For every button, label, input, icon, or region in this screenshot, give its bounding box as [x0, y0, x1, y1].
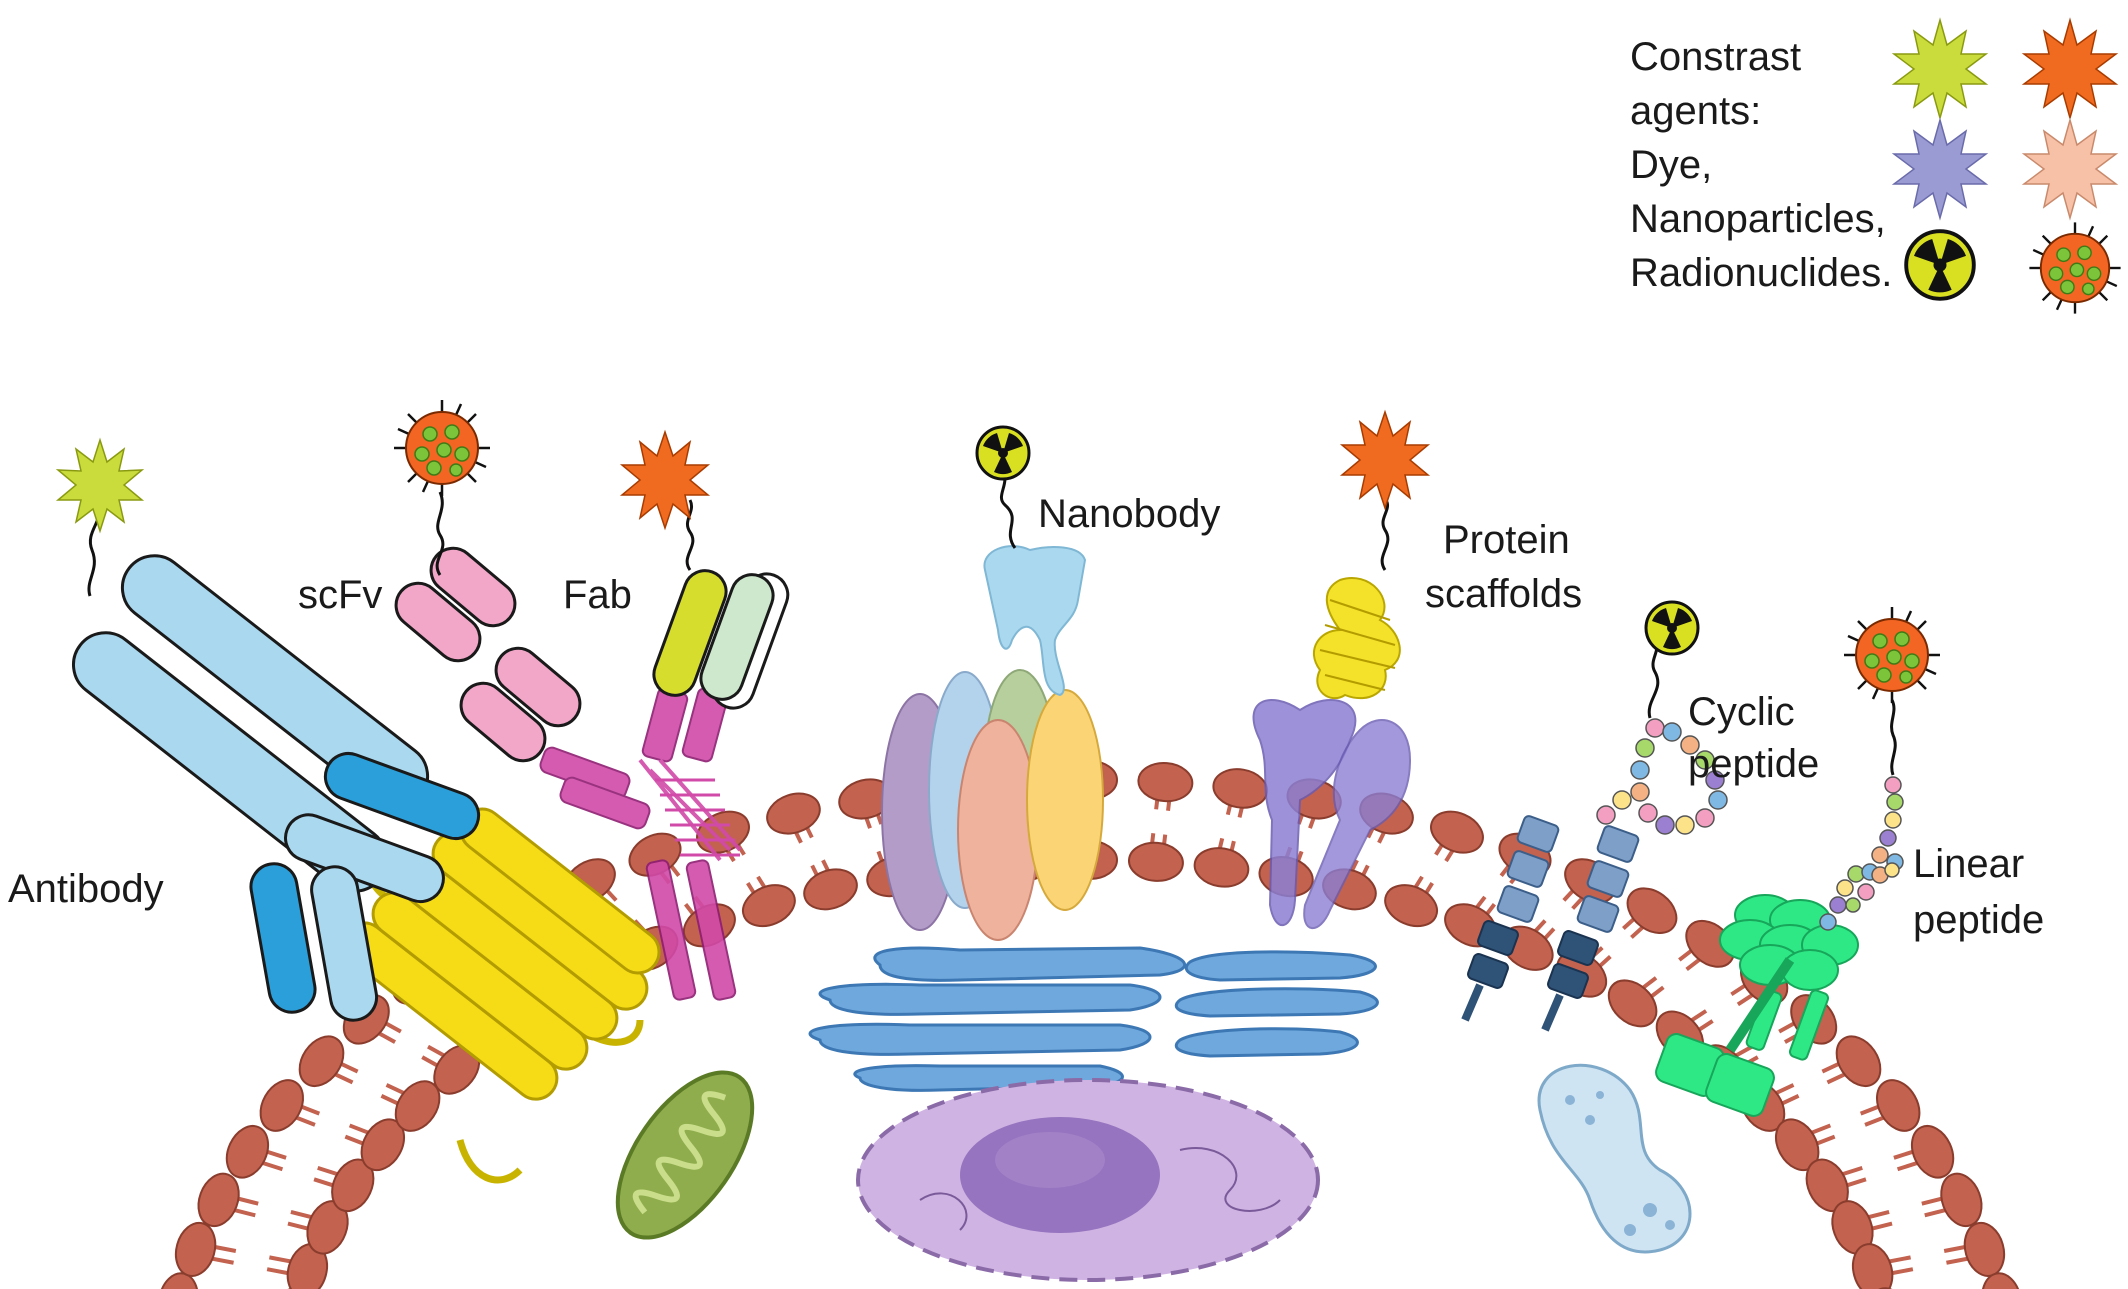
lipid-head: [1963, 1221, 2006, 1277]
lipid-head: [197, 1172, 240, 1228]
label-cyclic-peptide-1: Cyclic: [1688, 690, 1795, 734]
lipid-tails: [194, 1241, 309, 1279]
gpcr-receptor: [341, 807, 661, 1184]
lipid-head: [394, 1080, 441, 1132]
nanobody-receptor-cluster: [881, 669, 1104, 941]
lipid-head: [174, 1221, 217, 1277]
lipid-head: [1835, 1035, 1882, 1088]
dye-lavender-swatch: [1891, 117, 1989, 221]
label-antibody: Antibody: [8, 867, 164, 911]
nucleus: [856, 1078, 1320, 1282]
linear-peptide: [1819, 605, 1942, 931]
fab-fragment: [619, 429, 790, 710]
lipid-head: [1430, 810, 1484, 854]
legend-swatches: [1891, 17, 2122, 315]
radiation-icon: [1904, 229, 1976, 301]
dye-star-icon: [619, 429, 711, 531]
lipid-head: [1981, 1272, 2022, 1289]
legend-line-4: Nanoparticles,: [1630, 197, 1886, 241]
lipid-head: [1851, 1243, 1894, 1289]
legend-line-2: agents:: [1630, 89, 1762, 133]
lipid-head: [1910, 1125, 1955, 1179]
dye-peach-swatch: [2021, 117, 2119, 221]
lipid-tails: [1871, 1241, 1986, 1279]
lipid-head: [1607, 979, 1658, 1028]
dye-star-icon: [55, 437, 145, 534]
label-protein-scaffolds-2: scaffolds: [1425, 572, 1583, 616]
lipid-head: [1137, 762, 1194, 803]
legend-line-3: Dye,: [1630, 143, 1713, 187]
mitochondrion: [615, 1070, 755, 1240]
lipid-head: [741, 884, 796, 928]
lipid-head: [803, 868, 858, 911]
antibody: [55, 437, 481, 1022]
lipid-head: [766, 792, 821, 835]
lipid-head: [1127, 841, 1184, 882]
lipid-head: [1875, 1079, 1921, 1132]
lipid-head: [1193, 847, 1250, 888]
label-protein-scaffolds-1: Protein: [1443, 518, 1570, 562]
nanoparticle-icon: [2028, 221, 2122, 315]
lipid-head: [225, 1125, 270, 1179]
label-fab: Fab: [563, 573, 632, 617]
lipid-head: [259, 1079, 305, 1132]
label-linear-peptide-1: Linear: [1913, 842, 2025, 886]
nanobody: [975, 425, 1087, 697]
label-linear-peptide-2: peptide: [1913, 898, 2045, 942]
lipid-head: [1940, 1172, 1983, 1228]
legend-line-1: Constrast: [1630, 35, 1802, 79]
lipid-head: [298, 1035, 345, 1088]
dye-star-icon: [1339, 409, 1431, 511]
label-nanobody: Nanobody: [1038, 492, 1221, 536]
lipid-head: [1212, 768, 1269, 809]
legend-line-5: Radionuclides.: [1630, 251, 1893, 295]
lipid-head: [1626, 887, 1678, 934]
linear-peptide-receptor: [1655, 894, 1859, 1117]
dye-orange-swatch: [2021, 17, 2119, 121]
cyclic-peptide-receptor: [1461, 815, 1640, 1032]
label-cyclic-peptide-2: peptide: [1688, 742, 1820, 786]
scfv-fragment: [392, 398, 582, 763]
cyclic-peptide: [1596, 600, 1728, 835]
dye-yellow-green-swatch: [1891, 17, 1989, 121]
golgi-apparatus: [808, 946, 1379, 1092]
transmembrane-ladder: [655, 778, 740, 857]
label-scfv: scFv: [298, 573, 383, 617]
lipid-head: [1384, 884, 1439, 928]
vesicle: [1537, 1063, 1692, 1254]
protein-scaffold: [1252, 409, 1431, 930]
